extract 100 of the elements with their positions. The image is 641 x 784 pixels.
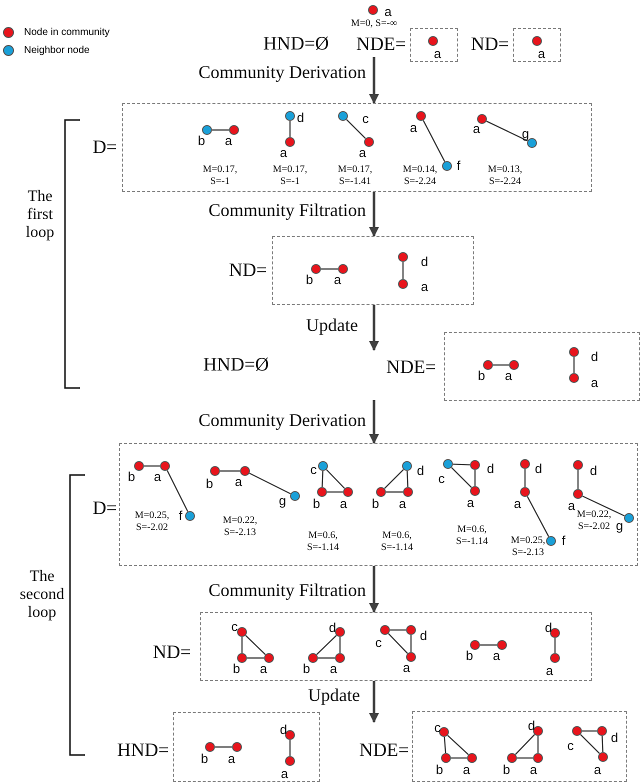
node-letter: a — [590, 376, 598, 390]
node-letter: d — [420, 628, 428, 642]
graph-edge — [245, 635, 266, 655]
node-letter: a — [504, 368, 512, 382]
node-letter: d — [296, 110, 304, 124]
graph-edge — [524, 469, 526, 487]
node-letter: a — [466, 496, 474, 510]
node-letter: b — [206, 476, 214, 490]
graph-edge — [410, 635, 412, 652]
graph-edge — [480, 644, 497, 646]
graph-edge — [452, 464, 470, 466]
graph-edge — [212, 129, 229, 131]
graph-edge — [384, 469, 404, 489]
node-letter: a — [228, 752, 236, 766]
node-letter: d — [280, 722, 288, 736]
flow-arrow — [369, 400, 379, 444]
metric-text: M=0.25, S=-2.02 — [134, 510, 170, 534]
node-letter: b — [302, 662, 310, 676]
node-letter: d — [544, 620, 552, 634]
node-letter: c — [434, 720, 441, 734]
node-caption: M=0, S=-∞ — [350, 17, 398, 31]
node-letter: a — [462, 762, 470, 776]
node-letter: d — [590, 464, 598, 478]
graph-edge — [249, 472, 291, 494]
loop-label: The first loop — [24, 188, 56, 242]
node-letter: a — [398, 496, 406, 510]
group-heading: NDE= — [359, 740, 409, 762]
node-letter: a — [330, 662, 338, 676]
node-letter: a — [492, 648, 500, 662]
graph-edge — [220, 470, 240, 472]
graph-edge — [241, 637, 243, 653]
graph-edge — [215, 746, 232, 748]
graph-edge — [582, 730, 597, 732]
node-letter: a — [530, 762, 538, 776]
graph-edge — [386, 491, 403, 493]
node-letter: c — [567, 738, 574, 752]
flow-arrow — [369, 681, 379, 723]
group-heading: D= — [92, 137, 117, 159]
graph-edge — [318, 657, 335, 659]
graph-edge — [422, 120, 446, 162]
node-letter: a — [384, 5, 392, 19]
node-letter: b — [198, 134, 206, 148]
flow-arrow — [369, 57, 379, 104]
node-letter: a — [568, 498, 576, 512]
node-letter: a — [280, 766, 288, 780]
graph-edge — [573, 357, 575, 373]
graph-edge — [406, 470, 408, 488]
node-letter: g — [278, 494, 286, 508]
node-letter: a — [154, 470, 162, 484]
node-letter: b — [200, 752, 208, 766]
node-letter: d — [528, 718, 536, 732]
metric-text: M=0.14, S=-2.24 — [402, 164, 438, 188]
node-letter: d — [590, 350, 598, 364]
graph-edge — [451, 467, 472, 488]
node-letter: b — [306, 272, 314, 286]
node-letter: d — [486, 462, 494, 476]
graph-edge — [486, 120, 528, 142]
graph-edge — [474, 470, 476, 486]
node-letter: a — [420, 280, 428, 294]
graph-edge — [451, 757, 467, 759]
node-letter: c — [375, 636, 382, 650]
group-heading: ND= — [470, 34, 509, 56]
set-label: HND=Ø — [262, 34, 330, 54]
node-letter: a — [402, 660, 410, 674]
graph-edge — [577, 470, 579, 489]
metric-text: M=0.17, S=-1.41 — [336, 164, 374, 188]
set-label: HND=Ø — [202, 354, 270, 376]
legend-text: Neighbor node — [24, 45, 90, 56]
metric-text: M=0.6, S=-1.14 — [306, 530, 340, 554]
legend-text: Node in community — [24, 27, 110, 38]
group-heading: ND= — [228, 260, 267, 282]
node-letter: d — [610, 730, 618, 744]
node-letter: a — [340, 496, 348, 510]
group-heading: ND= — [152, 642, 191, 664]
metric-text: M=0.6, S=-1.14 — [454, 524, 490, 548]
graph-edge — [526, 496, 550, 537]
node-letter: a — [280, 146, 288, 160]
node-letter: d — [416, 464, 424, 478]
node-letter: c — [362, 112, 369, 126]
flow-arrow — [369, 566, 379, 613]
node-letter: d — [534, 462, 542, 476]
node-letter: a — [334, 272, 342, 286]
node-letter: f — [562, 534, 566, 548]
node-letter: b — [466, 648, 474, 662]
graph-edge — [388, 633, 408, 654]
group-heading: NDE= — [356, 34, 406, 56]
node-letter: a — [234, 474, 242, 488]
node-letter: f — [456, 158, 460, 172]
group-heading: HND= — [117, 740, 169, 762]
graph-edge — [602, 736, 604, 752]
node-letter: a — [594, 762, 602, 776]
metric-text: M=0.6, S=-1.14 — [380, 530, 414, 554]
group-heading: D= — [92, 498, 117, 520]
graph-edge — [444, 736, 446, 754]
node-letter: a — [224, 134, 232, 148]
graph-edge — [390, 629, 406, 631]
graph-edge — [289, 121, 291, 137]
node-letter: b — [372, 496, 380, 510]
graph-edge — [582, 496, 625, 516]
graph-edge — [402, 262, 404, 279]
